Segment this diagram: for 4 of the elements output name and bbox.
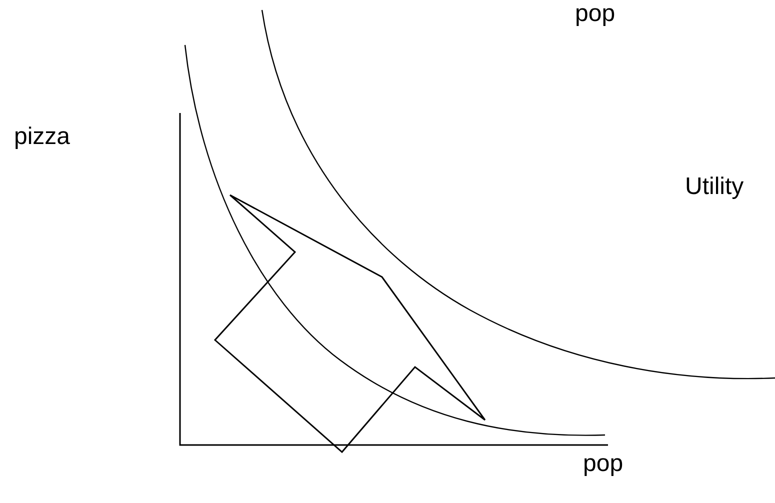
axis-label: pop	[583, 452, 624, 476]
axis-label: pop	[575, 2, 616, 26]
axis-label: pizza	[14, 125, 70, 149]
axis-label: Utility	[685, 175, 744, 199]
